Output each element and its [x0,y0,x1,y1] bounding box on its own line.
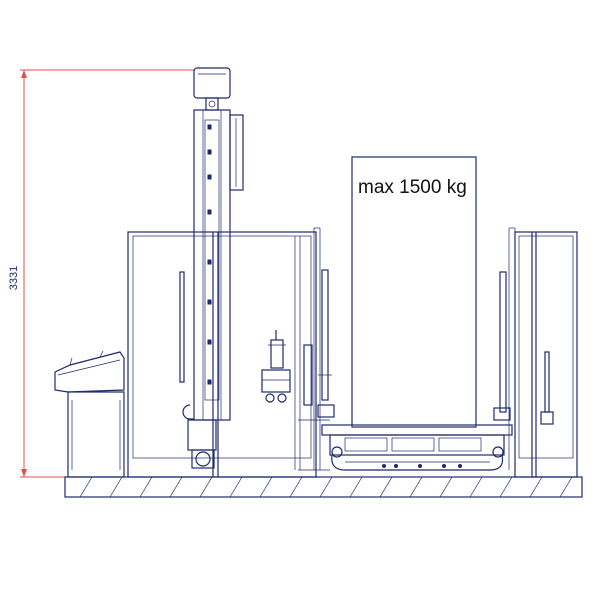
base-plate [64,476,583,498]
dimension-arrow-bottom-icon [21,469,27,477]
hoist-manipulator [261,330,291,403]
center-uprights [298,269,335,471]
height-dimension-label: 3331 [8,266,20,290]
right-enclosure-frame [493,227,578,478]
dimension-arrow-top-icon [21,70,27,78]
control-console [54,350,125,478]
vertical-mast [182,67,244,469]
load-envelope: max 1500 kg [351,156,477,428]
max-load-label: max 1500 kg [358,177,467,198]
left-enclosure-frame [127,227,321,478]
turntable [321,424,513,471]
height-dimension: 3331 [8,69,195,478]
